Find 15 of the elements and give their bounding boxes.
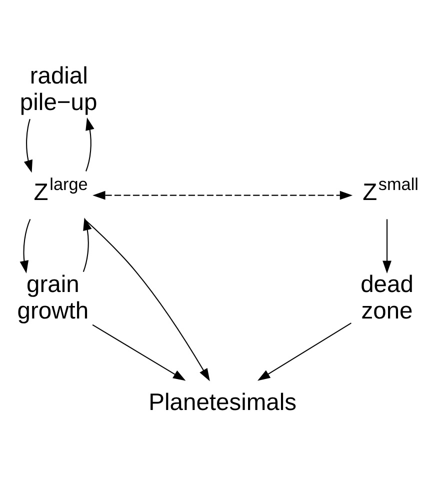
arrow: [20, 219, 31, 274]
arrow: [92, 324, 186, 381]
node-text: Z$^{large}$: [34, 174, 88, 206]
arrow: [92, 190, 353, 200]
arrow: [258, 322, 352, 381]
arrow: [82, 218, 92, 272]
arrow: [84, 218, 210, 382]
arrow: [24, 118, 32, 173]
node-text: radial pile−up: [20, 62, 98, 116]
arrow: [86, 117, 94, 172]
node-text: Planetesimals: [148, 388, 297, 416]
node-text: dead zone: [360, 271, 414, 325]
arrow: [382, 219, 392, 274]
node-text: grain growth: [17, 271, 89, 325]
node-text: Z$^{small}$: [362, 174, 418, 206]
